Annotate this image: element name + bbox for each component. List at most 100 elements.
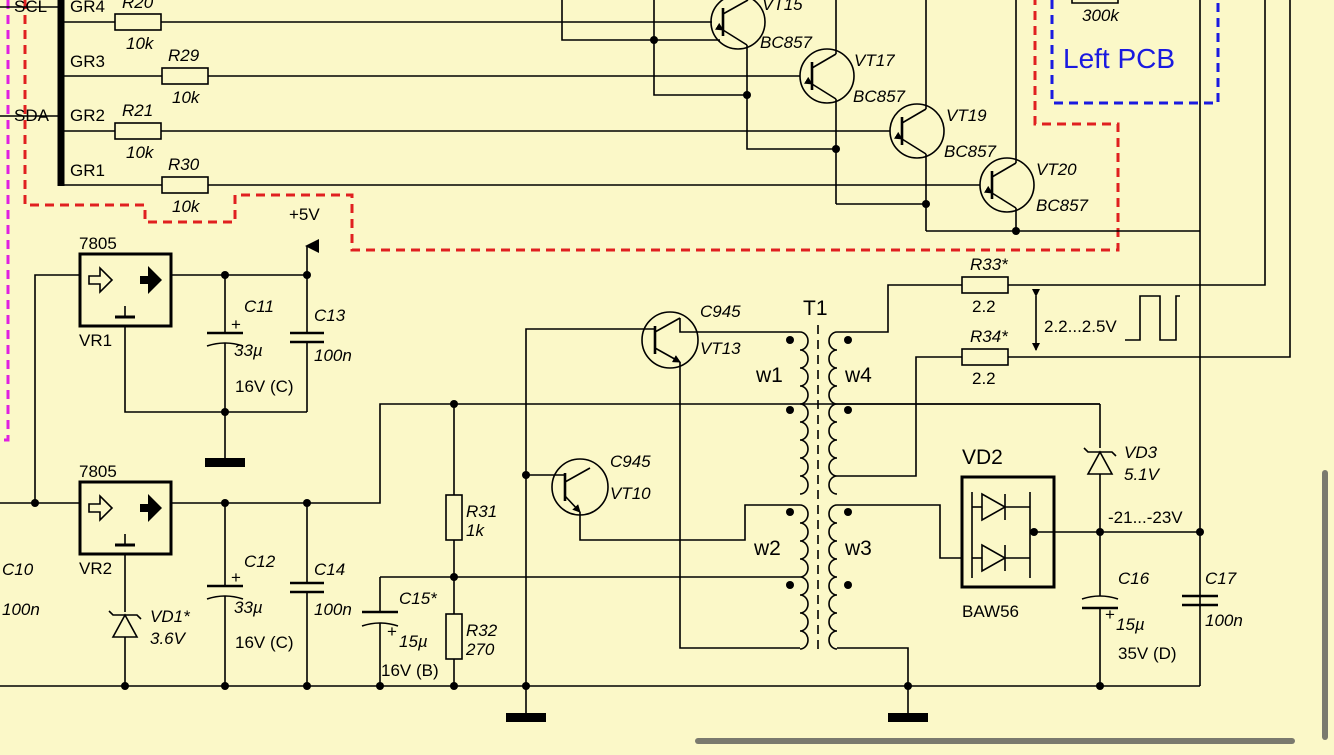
r32-value: 270	[465, 640, 495, 659]
r33-label: R33*	[970, 255, 1009, 274]
c13-label: C13	[314, 306, 346, 325]
vd3-value: 5.1V	[1124, 465, 1161, 484]
c14-value: 100n	[314, 600, 352, 619]
transistor-vt10: C945 VT10	[526, 452, 800, 541]
vd1-value: 3.6V	[150, 629, 187, 648]
blue-boundary	[1050, 0, 1220, 105]
c10-value: 100n	[2, 600, 40, 619]
transistor-vt20: VT20 BC857	[979, 0, 1089, 231]
c17-value: 100n	[1205, 611, 1243, 630]
vr2-type: 7805	[79, 462, 117, 481]
left-pcb-label: Left PCB	[1063, 43, 1175, 74]
bridge-vd2: VD2 BAW56	[960, 446, 1204, 621]
c13-value: 100n	[314, 346, 352, 365]
regulator-vr1: 7805 VR1 +5V + C11 33µ 16V (C) C13 100n	[31, 205, 352, 507]
r31-label: R31	[466, 502, 497, 521]
w3-label: w3	[844, 537, 872, 560]
r29-value: 10k	[172, 88, 201, 107]
gr4-label: GR4	[70, 0, 105, 16]
c12-value: 33µ	[234, 598, 263, 617]
c12-rating: 16V (C)	[235, 633, 294, 652]
r300k-value: 300k	[1082, 6, 1120, 25]
vd1-label: VD1*	[150, 607, 191, 626]
transformer-t1: T1 w1 w2 w3 w4	[753, 284, 1100, 686]
vt15-type: BC857	[760, 33, 813, 52]
gr1-label: GR1	[70, 161, 105, 180]
vt10-label: VT10	[610, 484, 651, 503]
sda-label: SDA	[14, 106, 50, 125]
r21-label: R21	[122, 101, 153, 120]
c15-label: C15*	[399, 589, 438, 608]
pnp-interconnect	[561, 0, 1200, 235]
regulator-vr2: 7805 VR2 VD1* 3.6V + C12 33µ 16V (C) C14…	[0, 400, 1200, 690]
transistor-vt19: VT19 BC857	[889, 0, 997, 231]
vd3-label: VD3	[1124, 443, 1158, 462]
c16-label: C16	[1118, 569, 1150, 588]
r20-value: 10k	[126, 34, 155, 53]
r33-value: 2.2	[972, 297, 996, 316]
c16-rating: 35V (D)	[1118, 644, 1177, 663]
vt19-label: VT19	[946, 106, 987, 125]
c12-label: C12	[244, 552, 276, 571]
vt17-label: VT17	[854, 51, 895, 70]
c15-rating: 16V (B)	[381, 661, 439, 680]
magenta-boundary	[0, 0, 10, 442]
bridge-type: BAW56	[962, 602, 1019, 621]
pulse-level-label: 2.2...2.5V	[1044, 317, 1117, 336]
transistor-vt17: VT17 BC857	[799, 0, 906, 204]
gr2-label: GR2	[70, 106, 105, 125]
c15-value: 15µ	[399, 632, 428, 651]
pulse-waveform-icon	[1125, 295, 1180, 341]
c14-label: C14	[314, 560, 345, 579]
r20-label: R20	[122, 0, 154, 12]
r32-label: R32	[466, 621, 498, 640]
r30-value: 10k	[172, 197, 201, 216]
w2-label: w2	[753, 537, 781, 560]
c11-value: 33µ	[234, 341, 263, 360]
vt17-type: BC857	[853, 87, 906, 106]
plus5v-label: +5V	[289, 205, 320, 224]
red-boundary	[23, 0, 1120, 252]
transistor-vt13: C945 VT13	[522, 302, 800, 686]
c11-label: C11	[244, 297, 274, 316]
right-rails	[1008, 0, 1291, 686]
vr1-label: VR1	[79, 331, 112, 350]
w4-label: w4	[844, 364, 872, 387]
scl-label: SCL	[14, 0, 47, 16]
vt13-type: C945	[700, 302, 741, 321]
c11-plus: +	[231, 315, 241, 334]
negative-supply: VD3 5.1V -21...-23V + C16 15µ 35V (D) C1…	[506, 404, 1243, 722]
gr3-label: GR3	[70, 52, 105, 71]
t1-label: T1	[803, 297, 828, 320]
vt20-label: VT20	[1036, 160, 1077, 179]
c10-label: C10	[2, 560, 34, 579]
r21-value: 10k	[126, 143, 155, 162]
bias-divider: R31 1k R32 270 + C15* 15µ 16V (B)	[361, 404, 800, 686]
vt10-type: C945	[610, 452, 651, 471]
c16-value: 15µ	[1116, 615, 1145, 634]
vertical-scrollbar[interactable]	[1322, 470, 1328, 740]
vr1-type: 7805	[79, 234, 117, 253]
boundaries: Left PCB	[0, 0, 1220, 442]
horizontal-scrollbar[interactable]	[695, 738, 1295, 744]
gr-wiring: R20 10k R29 10k R21 10k R30 10k	[61, 0, 980, 216]
r29-label: R29	[168, 46, 200, 65]
w1-label: w1	[755, 364, 783, 387]
vd2-label: VD2	[962, 446, 1003, 469]
output-resistors: R33* 2.2 R34* 2.2 2.2...2.5V	[961, 255, 1180, 388]
c11-rating: 16V (C)	[235, 377, 294, 396]
vr2-label: VR2	[79, 559, 112, 578]
c12-plus: +	[231, 568, 241, 587]
vt15-label: VT15	[762, 0, 803, 14]
c15-plus: +	[387, 622, 397, 641]
neg-rail-label: -21...-23V	[1108, 508, 1183, 527]
gr-bus: SCL SDA GR4 GR3 GR2 GR1	[0, 0, 105, 186]
vt13-label: VT13	[700, 339, 741, 358]
vt19-type: BC857	[944, 142, 997, 161]
c16-plus: +	[1105, 605, 1115, 624]
r34-value: 2.2	[972, 369, 996, 388]
r34-label: R34*	[970, 327, 1009, 346]
resistor-300k: 300k	[1071, 0, 1120, 25]
